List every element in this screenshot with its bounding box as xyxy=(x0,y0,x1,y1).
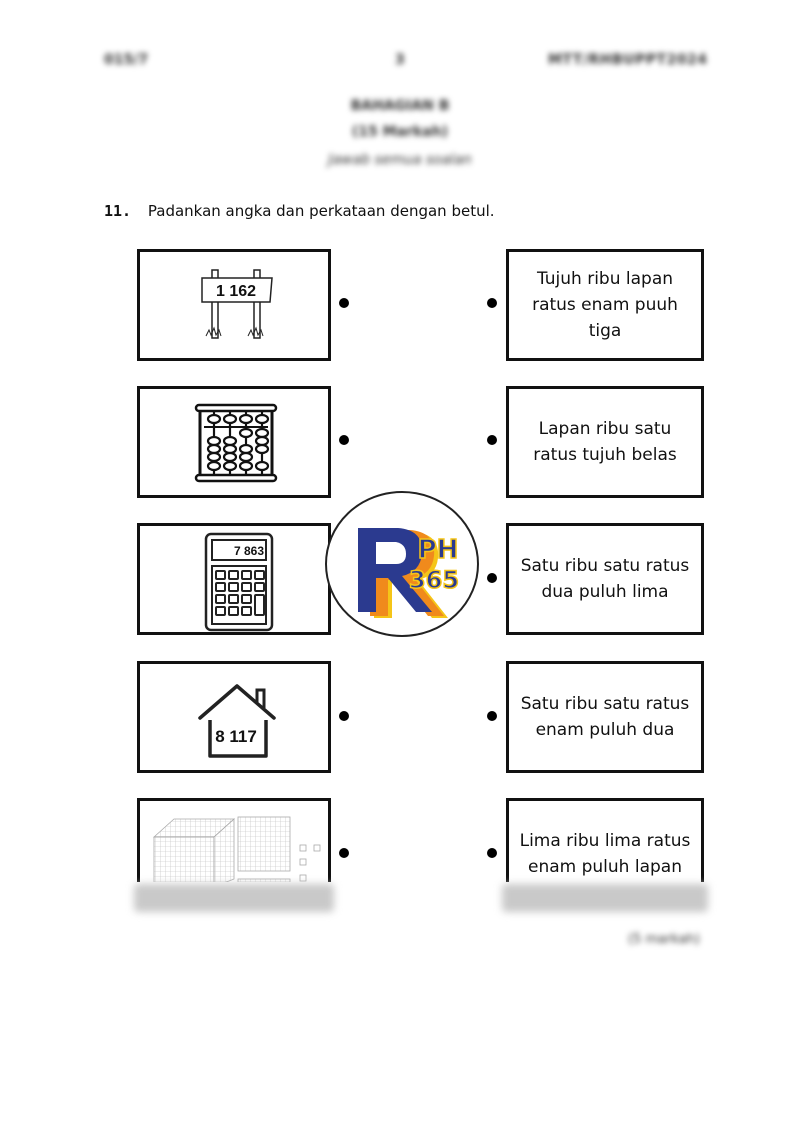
right-item-text: Lapan ribu satu ratus tujuh belas xyxy=(533,419,677,465)
signboard-icon: 1 162 xyxy=(201,269,273,339)
blurred-box-bottom-right xyxy=(502,884,708,912)
right-item-2: Lapan ribu satu ratus tujuh belas xyxy=(506,386,704,498)
marks-allocation: (5 markah) xyxy=(627,932,700,947)
right-dot-5[interactable] xyxy=(487,848,497,858)
watermark-365: 365 xyxy=(409,566,459,594)
watermark-ph: PH xyxy=(418,535,459,565)
right-dot-2[interactable] xyxy=(487,435,497,445)
left-item-signboard: 1 162 xyxy=(137,249,331,361)
left-dot-1[interactable] xyxy=(339,298,349,308)
abacus-icon xyxy=(194,403,278,483)
left-item-calculator: 7 863 xyxy=(137,523,331,635)
exam-code: MTT/RHBUPPT2024 xyxy=(548,52,708,68)
right-dot-1[interactable] xyxy=(487,298,497,308)
right-dot-4[interactable] xyxy=(487,711,497,721)
right-item-text: Lima ribu lima ratus enam puluh lapan xyxy=(519,831,691,877)
blurred-box-bottom-left xyxy=(134,884,334,912)
paper-code: 015/7 xyxy=(104,52,149,68)
house-number: 8 117 xyxy=(215,727,257,746)
house-icon: 8 117 xyxy=(198,684,276,758)
right-item-3: Satu ribu satu ratus dua puluh lima xyxy=(506,523,704,635)
calculator-icon: 7 863 xyxy=(204,532,274,632)
left-dot-4[interactable] xyxy=(339,711,349,721)
section-title: BAHAGIAN B xyxy=(350,98,450,114)
right-item-4: Satu ribu satu ratus enam puluh dua xyxy=(506,661,704,773)
calculator-display: 7 863 xyxy=(234,544,264,558)
right-dot-3[interactable] xyxy=(487,573,497,583)
left-item-abacus xyxy=(137,386,331,498)
question-number: 11. xyxy=(104,202,132,220)
base-ten-blocks-icon xyxy=(152,816,321,890)
left-dot-2[interactable] xyxy=(339,435,349,445)
left-dot-5[interactable] xyxy=(339,848,349,858)
left-item-house: 8 117 xyxy=(137,661,331,773)
signboard-number: 1 162 xyxy=(216,283,256,300)
section-marks: (15 Markah) xyxy=(351,124,449,140)
question-text: Padankan angka dan perkataan dengan betu… xyxy=(147,202,495,220)
right-item-1: Tujuh ribu lapan ratus enam puuh tiga xyxy=(506,249,704,361)
page-number: 3 xyxy=(395,52,405,68)
right-item-text: Satu ribu satu ratus dua puluh lima xyxy=(520,556,690,602)
right-item-text: Tujuh ribu lapan ratus enam puuh tiga xyxy=(532,269,678,341)
section-instruction: Jawab semua soalan xyxy=(328,152,472,168)
rph365-watermark-logo: PH 365 xyxy=(325,491,479,637)
question-11: 11. Padankan angka dan perkataan dengan … xyxy=(104,202,495,220)
right-item-text: Satu ribu satu ratus enam puluh dua xyxy=(520,694,690,740)
